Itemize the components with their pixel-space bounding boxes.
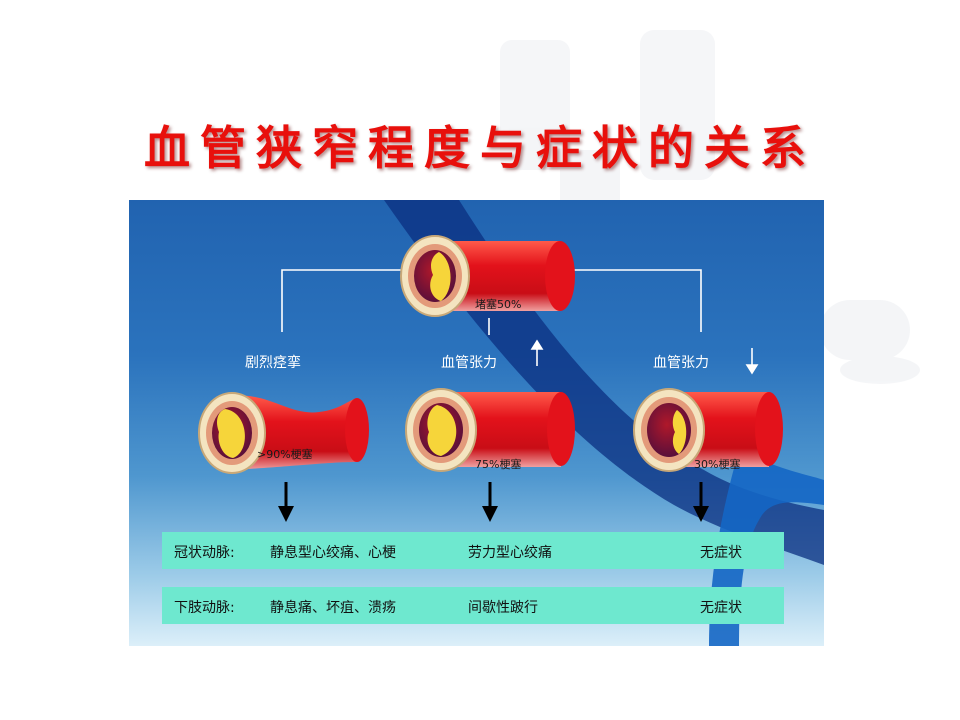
row-lower-limb-severe: 静息痛、坏疽、溃疡 <box>270 600 396 616</box>
slide-title: 血管狭窄程度与症状的关系 <box>144 121 816 175</box>
heading-spasm: 剧烈痉挛 <box>245 355 301 371</box>
tension-arrows <box>530 339 759 375</box>
left-vessel-label: >90%梗塞 <box>257 448 313 461</box>
down-arrows <box>278 482 709 522</box>
heading-tension-down: 血管张力 <box>653 355 709 371</box>
vessel-right-30 <box>633 388 783 472</box>
connector-lines <box>281 269 702 335</box>
row-lower-limb-mild: 无症状 <box>700 600 742 616</box>
vessel-left-90 <box>198 392 369 474</box>
diagram-graphics <box>198 200 824 646</box>
vessel-top-50 <box>400 235 575 317</box>
middle-vessel-label: 75%梗塞 <box>475 458 522 471</box>
row-coronary-severe: 静息型心绞痛、心梗 <box>270 545 396 561</box>
row-coronary-mild: 无症状 <box>700 545 742 561</box>
row-lower-limb: 下肢动脉: 静息痛、坏疽、溃疡 间歇性跛行 无症状 <box>162 587 784 624</box>
heading-tension-up: 血管张力 <box>441 355 497 371</box>
diagram-panel: 堵塞50% >90%梗塞 75%梗塞 30%梗塞 剧烈痉挛 血管张力 血管张力 … <box>129 200 824 646</box>
row-coronary-moderate: 劳力型心绞痛 <box>468 545 552 561</box>
row-lower-limb-moderate: 间歇性跛行 <box>468 600 538 616</box>
row-coronary-name: 冠状动脉: <box>174 545 235 561</box>
row-coronary: 冠状动脉: 静息型心绞痛、心梗 劳力型心绞痛 无症状 <box>162 532 784 569</box>
right-vessel-label: 30%梗塞 <box>694 458 741 471</box>
top-vessel-label: 堵塞50% <box>475 298 522 311</box>
row-lower-limb-name: 下肢动脉: <box>174 600 235 616</box>
vessel-middle-75 <box>405 388 575 472</box>
